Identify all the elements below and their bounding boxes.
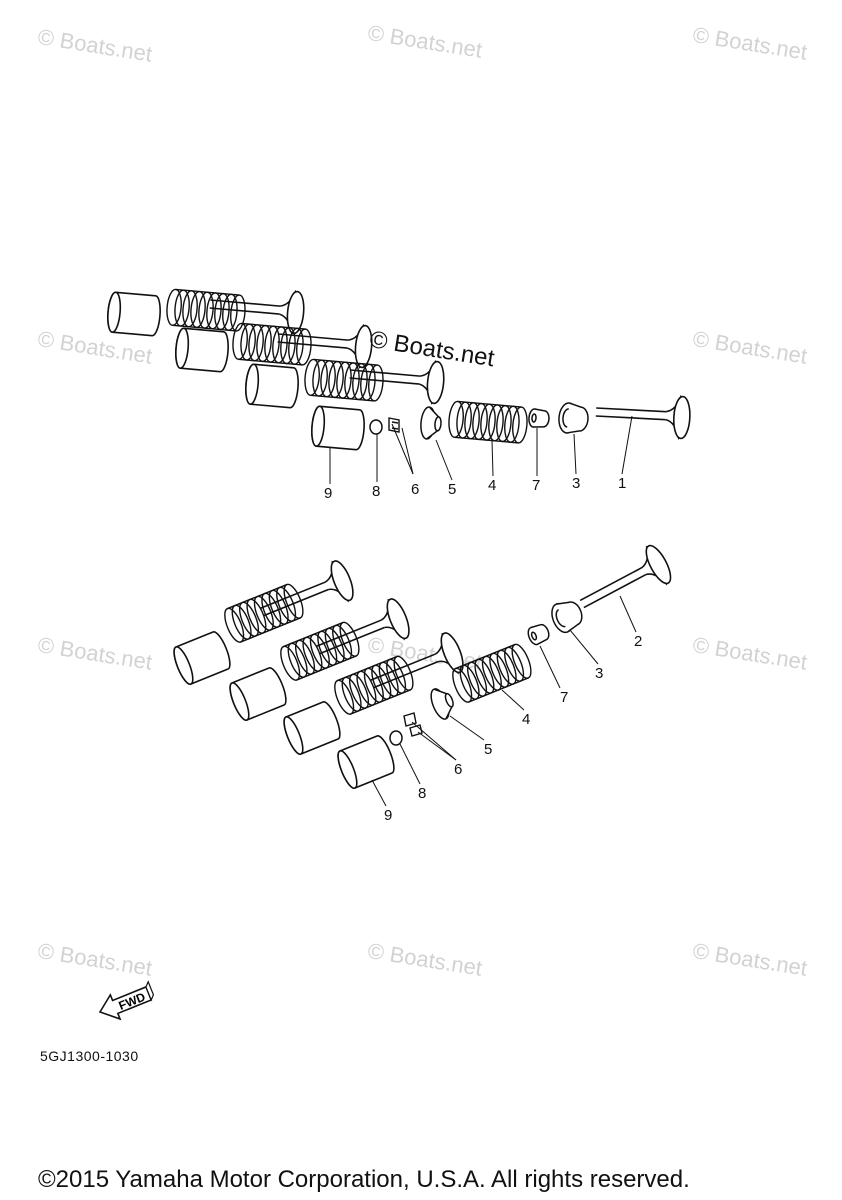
valve-spring (446, 400, 530, 445)
callout-9: 9 (384, 807, 393, 824)
fwd-arrow-icon: FWD (98, 980, 155, 1021)
valve-cotter (388, 417, 400, 433)
callout-4: 4 (522, 711, 531, 728)
callout-2: 2 (634, 633, 643, 650)
valve-pad (389, 730, 403, 746)
callout-4: 4 (488, 477, 497, 494)
callout-5: 5 (448, 481, 457, 498)
callout-8: 8 (372, 483, 381, 500)
callout-3: 3 (572, 475, 581, 492)
spring-retainer (418, 405, 444, 441)
spring-seat (556, 401, 590, 436)
upper-valve-assembly (105, 283, 692, 484)
callout-9: 9 (324, 485, 333, 502)
valve-spring (448, 641, 536, 706)
lower-valve-assembly (169, 541, 677, 807)
exhaust-valve (571, 541, 677, 625)
callout-3: 3 (595, 665, 604, 682)
fwd-label: FWD (117, 990, 148, 1013)
callout-6: 6 (411, 481, 420, 498)
valve-stem-seal (527, 407, 551, 430)
part-code: 5GJ1300-1030 (40, 1048, 139, 1064)
valve-lifter (333, 732, 399, 792)
callout-6: 6 (454, 761, 463, 778)
valve-lifter (309, 405, 367, 451)
spring-retainer (426, 683, 459, 723)
spring-seat (547, 595, 587, 637)
callout-7: 7 (532, 477, 541, 494)
callout-5: 5 (484, 741, 493, 758)
callout-7: 7 (560, 689, 569, 706)
copyright-notice: ©2015 Yamaha Motor Corporation, U.S.A. A… (38, 1166, 690, 1193)
callout-8: 8 (418, 785, 427, 802)
valve-stem-seal (525, 621, 553, 647)
callout-1: 1 (618, 475, 627, 492)
intake-valve (594, 391, 692, 440)
valve-pad (369, 419, 383, 435)
